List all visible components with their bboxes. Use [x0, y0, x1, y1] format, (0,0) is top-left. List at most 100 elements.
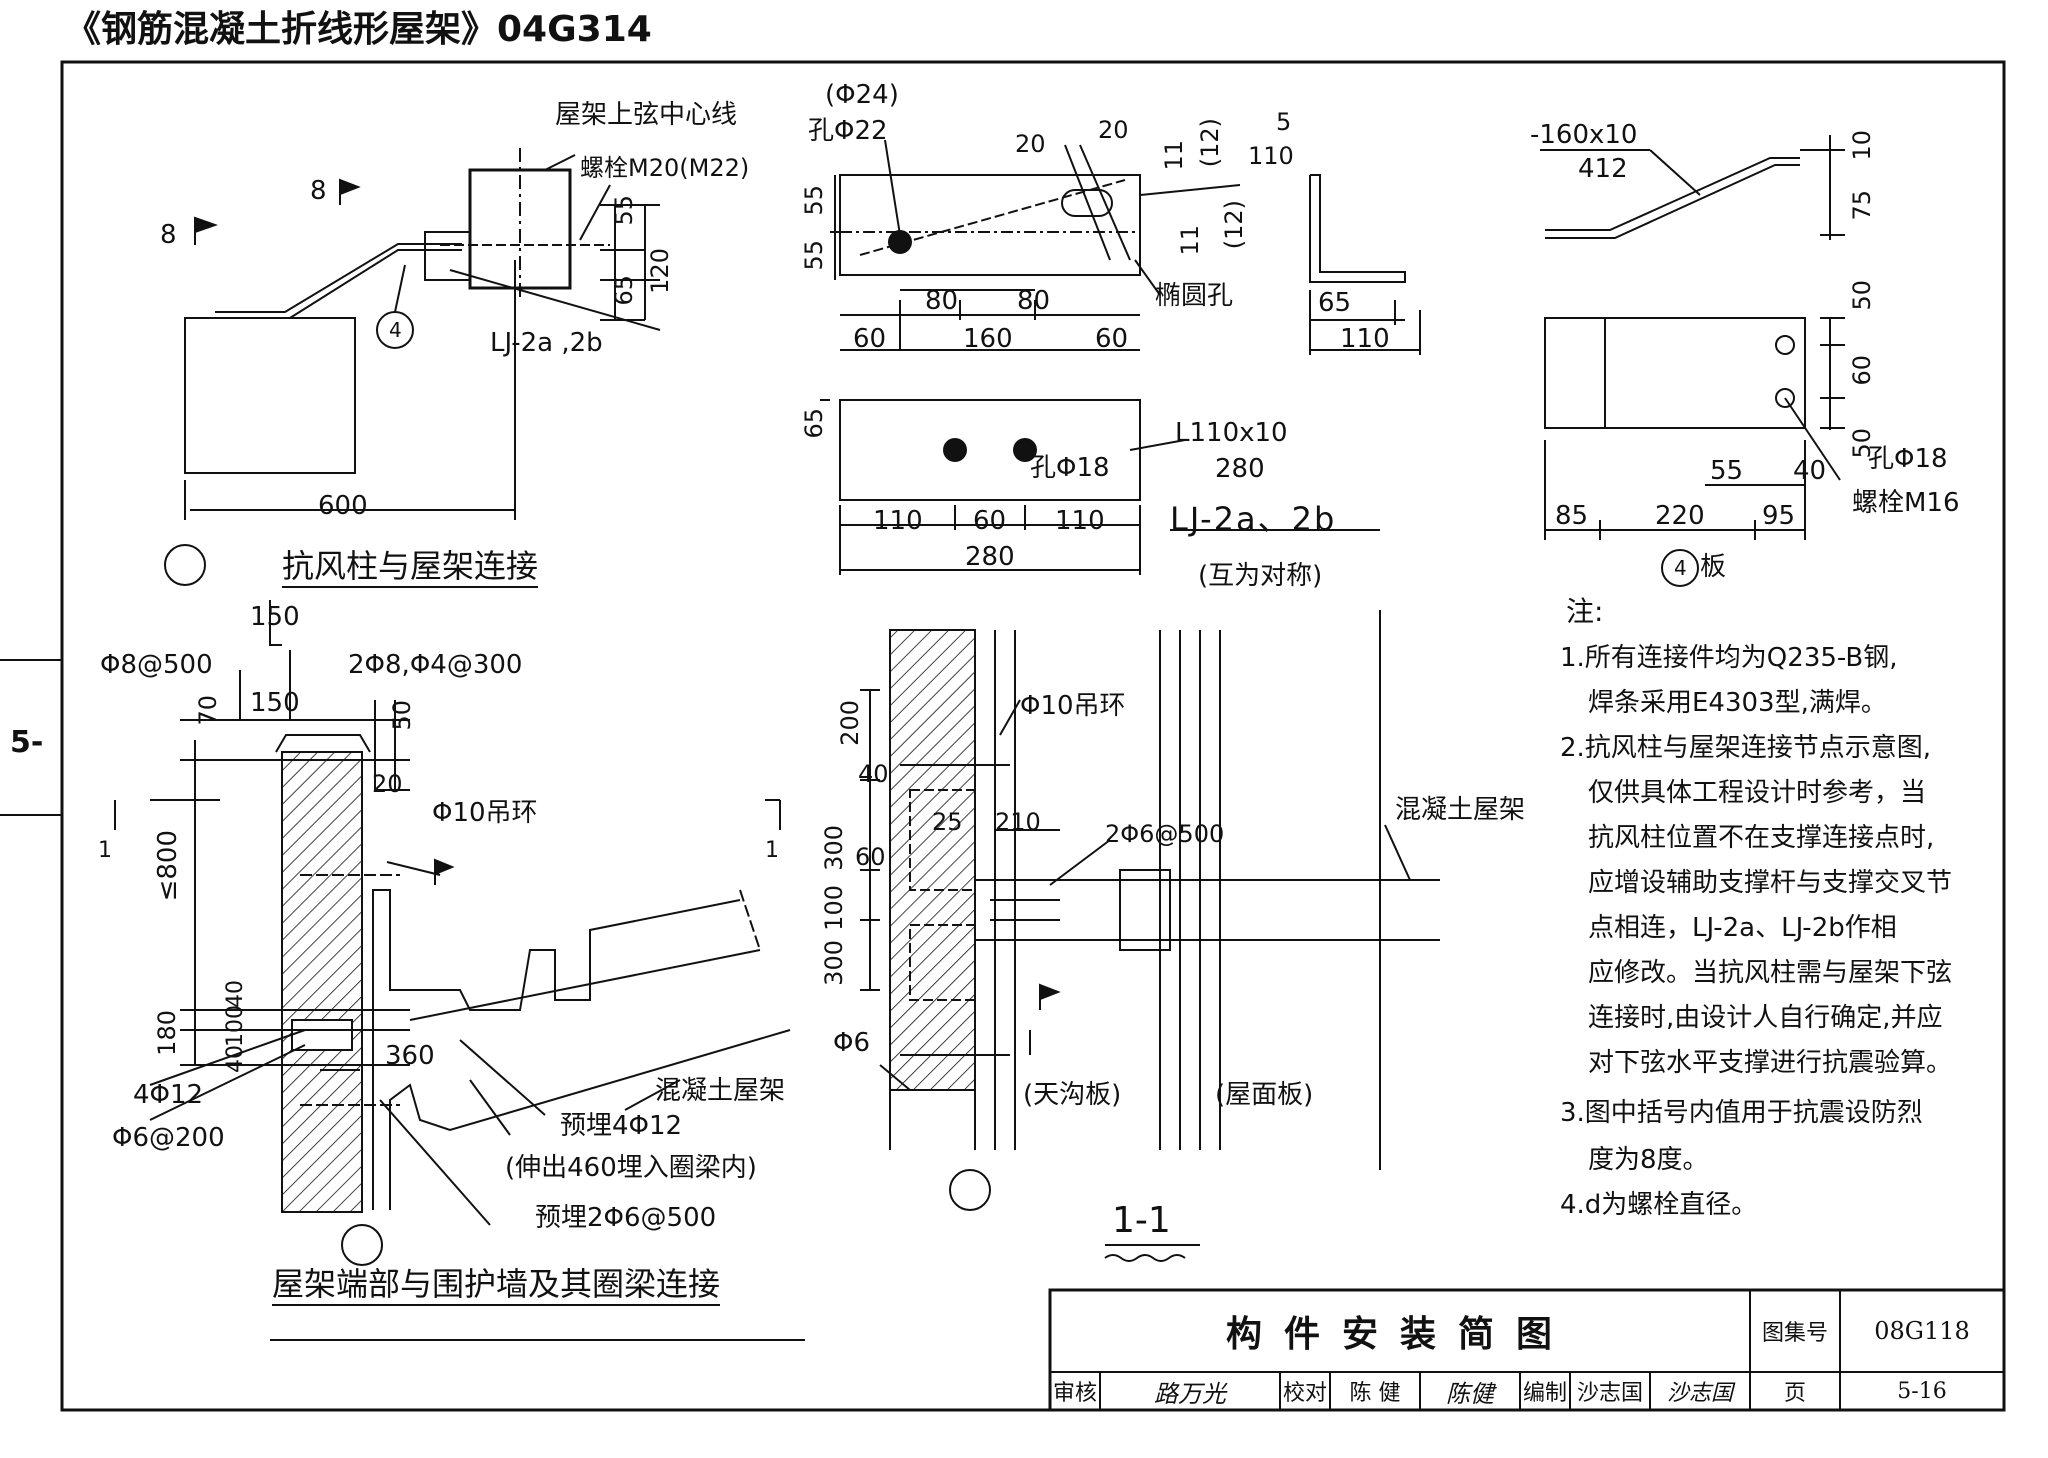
reviewer-signature: 路万光: [1154, 1379, 1226, 1408]
angle-bottom-view: [820, 399, 1380, 575]
checker-name: 陈 健: [1349, 1381, 1401, 1406]
drafter-name: 沙志国: [1576, 1381, 1643, 1406]
angle-front-view: [830, 139, 1241, 351]
dim-300b: 300: [820, 940, 848, 986]
embed-2phi6: 预埋2Φ6@500: [535, 1203, 717, 1233]
dim-20-wall: 20: [372, 770, 403, 798]
dim-280: 280: [965, 542, 1015, 572]
angle-length-label: 280: [1215, 454, 1265, 484]
dim-40-plate: 40: [1793, 456, 1827, 486]
detail4-callout: 4: [389, 318, 402, 342]
dim-50-wall: 50: [388, 700, 416, 731]
weld-size-b: 8: [310, 176, 327, 206]
dim-40a: 40: [223, 980, 248, 1008]
drafter-signature: 沙志国: [1666, 1381, 1733, 1406]
dim-5: 5: [1276, 108, 1292, 136]
dim-150a: 150: [250, 602, 300, 632]
angle-side-view: [1309, 174, 1421, 355]
stirrup-label: Φ8@500: [100, 650, 213, 680]
note-line: 4.d为螺栓直径。: [1560, 1190, 1758, 1220]
dim-60b: 60: [1095, 324, 1129, 354]
dim-95: 95: [1762, 501, 1796, 531]
book-title: 《钢筋混凝土折线形屋架》04G314: [65, 9, 652, 50]
bolt-label: 螺栓M20(M22): [580, 154, 750, 182]
note-line: 1.所有连接件均为Q235-B钢,: [1560, 643, 1898, 673]
side-tab: 5-: [10, 725, 44, 760]
dim-160: 160: [963, 324, 1013, 354]
dim-50a: 50: [1848, 280, 1876, 311]
dim-55b: 55: [800, 240, 828, 271]
chord-centerline-label: 屋架上弦中心线: [555, 100, 738, 130]
checker-signature: 陈健: [1446, 1379, 1494, 1408]
bars-label: 2Φ8,Φ4@300: [348, 650, 523, 680]
plate4-views: [1540, 135, 1845, 587]
note-line: 仅供具体工程设计时参考，当: [1588, 778, 1927, 808]
plate-bolt-label: 螺栓M16: [1852, 488, 1960, 518]
check-label: 校对: [1282, 1381, 1327, 1406]
section-1-1: [860, 610, 1440, 1262]
dim-60-plate: 60: [1848, 355, 1876, 386]
dim-12a: (12): [1196, 118, 1224, 168]
dim-12b: (12): [1220, 200, 1248, 250]
dim-40b: 40: [223, 1045, 248, 1073]
dim-55-plate: 55: [1710, 456, 1744, 486]
dim-65-side: 65: [1318, 288, 1352, 318]
drawing-name: 构件安装简图: [1225, 1314, 1574, 1355]
dim-200: 200: [836, 700, 864, 746]
plate-hole-label: 孔Φ18: [1868, 444, 1948, 474]
dim-65: 65: [610, 275, 638, 306]
windcolumn-detail: [164, 148, 661, 586]
dim-360: 360: [385, 1041, 435, 1071]
hole-label: 孔Φ22: [808, 116, 888, 146]
notes-heading: 注:: [1566, 595, 1604, 628]
wall-ring-beam-detail: [114, 600, 805, 1341]
draw-label: 编制: [1522, 1381, 1567, 1406]
note-line: 应修改。当抗风柱需与屋架下弦: [1588, 958, 1953, 988]
dim-20b: 20: [1098, 116, 1129, 144]
wall-title: 屋架端部与围护墙及其圈梁连接: [272, 1268, 721, 1306]
note-line: 抗风柱位置不在支撑连接点时,: [1588, 823, 1935, 853]
note-line: 3.图中括号内值用于抗震设防烈: [1560, 1098, 1923, 1128]
atlas-number: 08G118: [1874, 1317, 1970, 1345]
angle-section-label: L110x10: [1175, 418, 1288, 448]
oval-hole-label: 椭圆孔: [1155, 281, 1234, 311]
plate-detail-callout: 4: [1674, 556, 1687, 580]
dim-210: 210: [995, 808, 1041, 836]
title-block-lines: [1048, 1288, 2006, 1412]
note-line: 对下弦水平支撑进行抗震验算。: [1588, 1048, 1953, 1078]
truss-label: 混凝土屋架: [655, 1076, 786, 1106]
dim-120: 120: [646, 248, 674, 294]
dim-300a: 300: [820, 825, 848, 871]
gutter-label: (天沟板): [1023, 1080, 1122, 1110]
section-mark-left: 1: [98, 838, 112, 863]
dim-65-plan: 65: [800, 408, 828, 439]
dim-600: 600: [318, 491, 368, 521]
truss-label-sec: 混凝土屋架: [1395, 795, 1526, 825]
dim-10: 10: [1848, 130, 1876, 161]
dim-20a: 20: [1015, 130, 1046, 158]
plate-ref-label: LJ-2a ,2b: [490, 328, 603, 358]
roof-slab-label: (屋面板): [1215, 1080, 1314, 1110]
atlas-label: 图集号: [1761, 1321, 1828, 1346]
dim-110-side: 110: [1340, 324, 1390, 354]
note-line: 2.抗风柱与屋架连接节点示意图,: [1560, 733, 1932, 763]
dim-11a: 11: [1160, 140, 1188, 171]
dim-150b: 150: [250, 688, 300, 718]
dim-60a: 60: [853, 324, 887, 354]
note-line: 度为8度。: [1588, 1145, 1709, 1175]
note-line: 应增设辅助支撑杆与支撑交叉节: [1588, 868, 1953, 898]
dim-100: 100: [223, 1005, 248, 1047]
dim-80b: 80: [1017, 286, 1051, 316]
plate-spec-label: -160x10: [1530, 120, 1638, 150]
dim-110d: 110: [1055, 506, 1105, 536]
note-line: 焊条采用E4303型,满焊。: [1588, 688, 1887, 718]
dim-110-top: 110: [1248, 142, 1294, 170]
dim-75: 75: [1848, 190, 1876, 221]
hole18-label: 孔Φ18: [1030, 453, 1110, 483]
dim-le800: ≤800: [153, 830, 183, 902]
windcolumn-title: 抗风柱与屋架连接: [282, 550, 539, 588]
embed-note: (伸出460埋入圈梁内): [505, 1153, 757, 1183]
note-line: 连接时,由设计人自行确定,并应: [1588, 1003, 1943, 1033]
dim-110c: 110: [873, 506, 923, 536]
